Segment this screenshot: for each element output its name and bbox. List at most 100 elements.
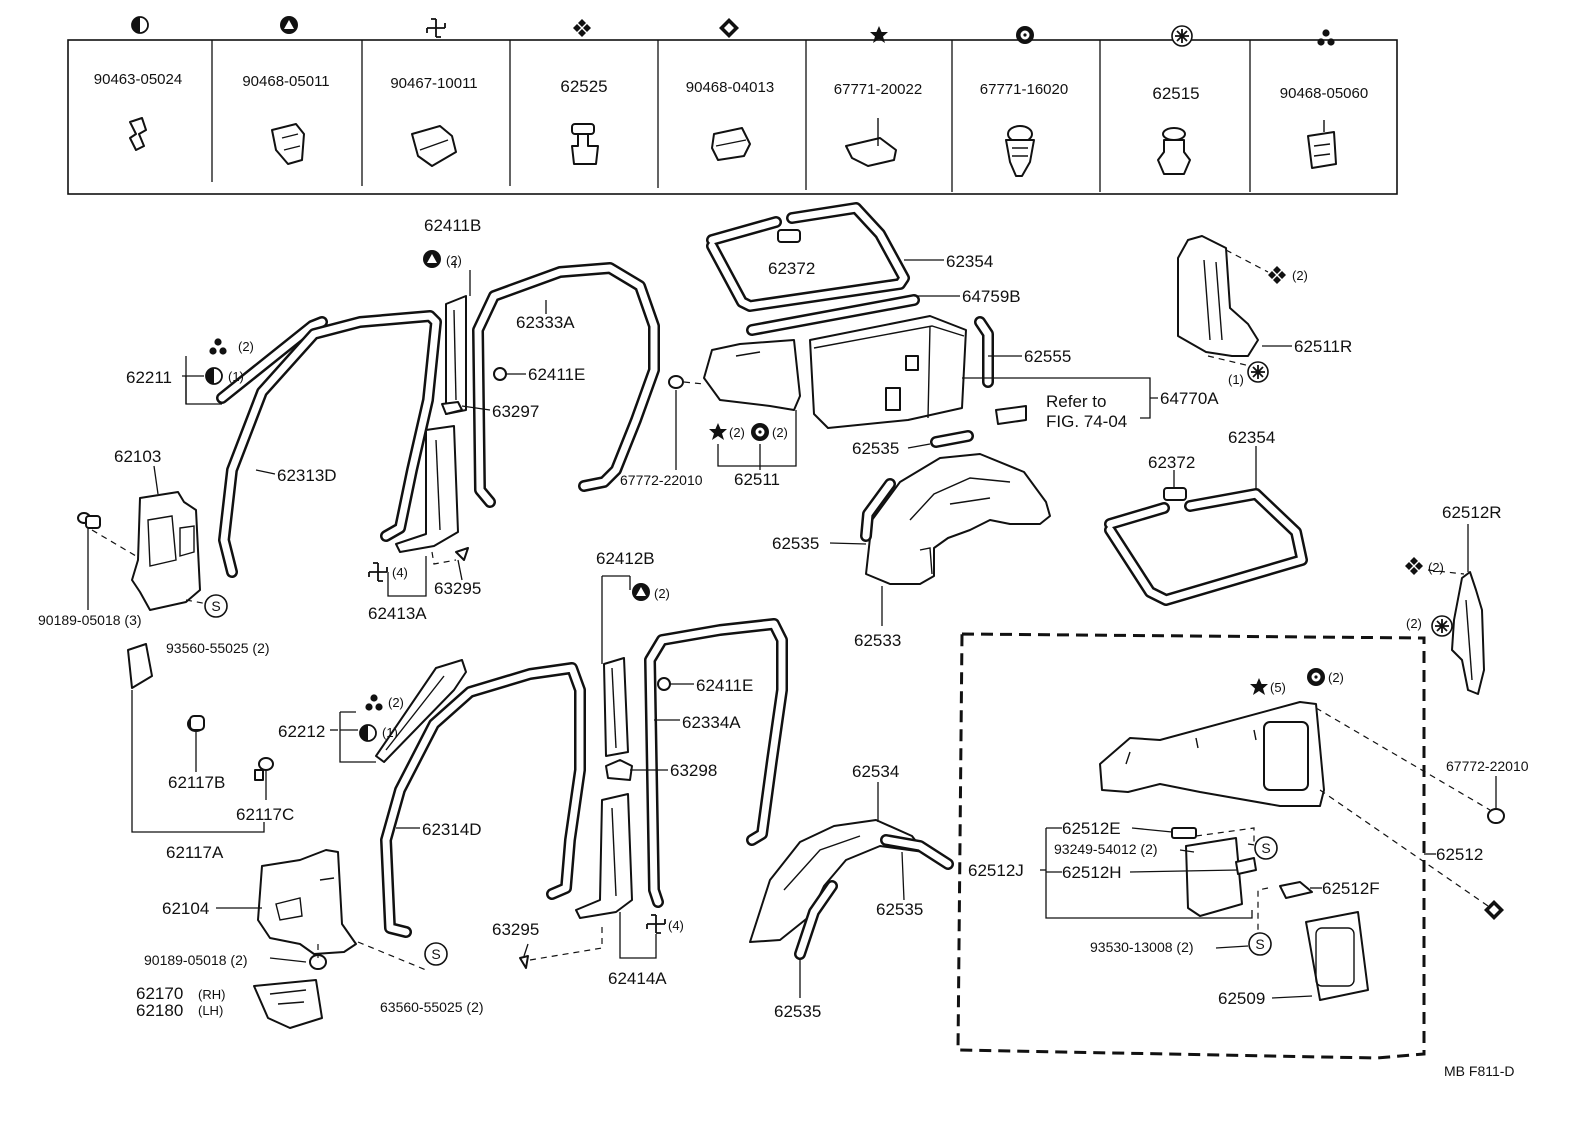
pinwheel-icon bbox=[426, 18, 446, 38]
legend-part-number: 90468-05011 bbox=[242, 73, 329, 90]
svg-text:S: S bbox=[1261, 840, 1270, 856]
screw-62117C bbox=[254, 757, 274, 781]
reference-part bbox=[995, 405, 1027, 425]
qty-62211: (1) bbox=[228, 369, 244, 384]
qty-62512: (2) bbox=[1328, 670, 1344, 685]
pillar-62412B bbox=[603, 657, 629, 757]
label-67772-22010: 67772-22010 bbox=[1446, 758, 1529, 774]
triangle-in-circle-icon bbox=[280, 16, 298, 34]
star-icon bbox=[709, 423, 727, 440]
qty-62411B: (2) bbox=[446, 253, 462, 268]
label-67772-22010: 67772-22010 bbox=[620, 472, 703, 488]
diamond-outline-icon bbox=[719, 18, 739, 38]
svg-text:S: S bbox=[211, 598, 220, 614]
label-62334A: 62334A bbox=[682, 713, 741, 732]
s-symbol-icon: S bbox=[1254, 836, 1278, 860]
weatherstrip-62212 bbox=[375, 659, 467, 763]
label-62512J: 62512J bbox=[968, 861, 1024, 880]
legend-part-number: 90467-10011 bbox=[390, 75, 477, 92]
bracket-62170 bbox=[253, 979, 323, 1029]
triangle-in-circle-icon bbox=[632, 583, 650, 601]
label-93560-55025: 93560-55025 (2) bbox=[166, 640, 270, 656]
asterisk-circle-icon bbox=[1431, 615, 1453, 637]
screw-90189-05018 bbox=[77, 512, 101, 529]
label-63560-55025: 63560-55025 (2) bbox=[380, 999, 484, 1015]
upper-center-group: 62372 62354 64759B 62555 64770A Refer to… bbox=[620, 202, 1219, 650]
strip-62555 bbox=[974, 316, 994, 388]
clip-62117B bbox=[187, 715, 205, 732]
label-62512: 62512 bbox=[1436, 845, 1483, 864]
refer-text: FIG. 74-04 bbox=[1046, 412, 1127, 431]
upper-left-group: S 62411B (2) 62333A 62411E 63297 62211 (… bbox=[38, 216, 660, 656]
half-circle-icon bbox=[205, 367, 223, 385]
label-63295: 63295 bbox=[492, 920, 539, 939]
glass-seal-62354 bbox=[1104, 488, 1308, 606]
label-62333A: 62333A bbox=[516, 313, 575, 332]
svg-text:S: S bbox=[431, 946, 440, 962]
joint-62372 bbox=[1163, 487, 1187, 501]
sub-parts bbox=[1171, 827, 1369, 1001]
label-62535: 62535 bbox=[852, 439, 899, 458]
asterisk-circle-icon bbox=[1247, 361, 1269, 383]
label-90189-05018: 90189-05018 (3) bbox=[38, 612, 142, 628]
label-62512H: 62512H bbox=[1062, 863, 1122, 882]
label-62372: 62372 bbox=[1148, 453, 1195, 472]
label-62180: 62180 bbox=[136, 1001, 183, 1020]
label-62535: 62535 bbox=[772, 534, 819, 553]
label-62104: 62104 bbox=[162, 899, 209, 918]
label-62511: 62511 bbox=[734, 470, 780, 489]
s-symbol-icon: S bbox=[424, 942, 448, 966]
label-62533: 62533 bbox=[854, 631, 901, 650]
pillar-62411B bbox=[445, 295, 467, 415]
label-62414A: 62414A bbox=[608, 969, 667, 988]
label-63297: 63297 bbox=[492, 402, 539, 421]
half-circle-icon bbox=[131, 16, 149, 34]
ring-icon bbox=[1307, 668, 1325, 686]
triangle-in-circle-icon bbox=[423, 250, 441, 268]
label-62535: 62535 bbox=[774, 1002, 821, 1021]
qty-62211: (2) bbox=[238, 339, 254, 354]
pillar-62413A bbox=[395, 425, 459, 553]
cover-62117A bbox=[127, 643, 153, 689]
figure-code: MB F811-D bbox=[1444, 1063, 1515, 1079]
qty-62512R: (2) bbox=[1428, 560, 1444, 575]
qty-62511: (2) bbox=[772, 425, 788, 440]
glass-seal-62354 bbox=[706, 202, 910, 312]
legend-part-number: 62515 bbox=[1152, 84, 1199, 103]
label-62411E: 62411E bbox=[696, 676, 753, 695]
label-62170-side: (RH) bbox=[198, 987, 225, 1002]
label-62354: 62354 bbox=[1228, 428, 1275, 447]
three-dot-icon bbox=[209, 338, 227, 355]
label-62512R: 62512R bbox=[1442, 503, 1502, 522]
label-93249-54012: 93249-54012 (2) bbox=[1054, 841, 1158, 857]
qty-62212: (1) bbox=[382, 725, 398, 740]
clip-62411E bbox=[657, 677, 671, 691]
legend-part-number: 90463-05024 bbox=[94, 71, 182, 88]
qty-62413A: (4) bbox=[392, 565, 408, 580]
weatherstrip-62535 bbox=[794, 834, 954, 960]
diamond-outline-icon bbox=[1484, 900, 1504, 920]
label-62211: 62211 bbox=[126, 368, 172, 387]
label-62411E: 62411E bbox=[528, 365, 585, 384]
legend-part-number: 90468-05060 bbox=[1280, 85, 1368, 102]
legend-part-number: 67771-16020 bbox=[980, 81, 1068, 98]
legend-part-number: 90468-04013 bbox=[686, 79, 774, 96]
label-62372: 62372 bbox=[768, 259, 815, 278]
weatherstrip-62333A bbox=[472, 262, 660, 508]
weatherstrip-62535 bbox=[860, 430, 974, 542]
pillar-62414A bbox=[575, 793, 633, 919]
svg-text:S: S bbox=[1255, 936, 1264, 952]
wheel-house-62533 bbox=[865, 453, 1051, 585]
legend-part-number: 67771-20022 bbox=[834, 81, 922, 98]
qty-62414A: (4) bbox=[668, 918, 684, 933]
weatherstrip-62334A bbox=[644, 618, 788, 908]
weatherstrip-62314D bbox=[380, 662, 586, 938]
label-62555: 62555 bbox=[1024, 347, 1071, 366]
trim-panel-62512 bbox=[1099, 701, 1325, 807]
label-62413A: 62413A bbox=[368, 604, 427, 623]
clip-67772-22010 bbox=[668, 375, 684, 389]
box-64770A bbox=[809, 315, 967, 429]
label-62509: 62509 bbox=[1218, 989, 1265, 1008]
s-symbol-icon: S bbox=[1248, 932, 1272, 956]
